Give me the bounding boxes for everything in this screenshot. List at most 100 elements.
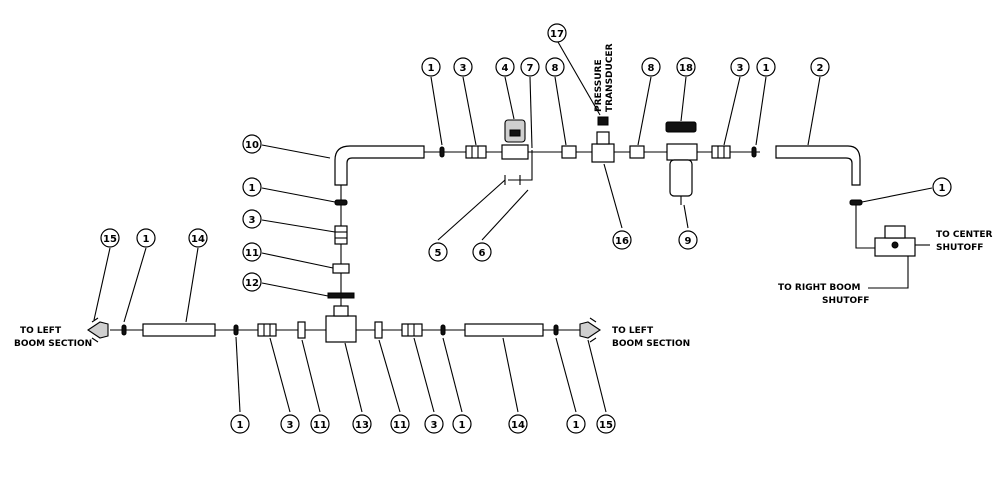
hose-10 [334, 145, 425, 186]
hose-2 [775, 145, 861, 186]
svg-text:14: 14 [511, 420, 525, 431]
svg-text:10: 10 [245, 140, 259, 151]
callout-3: 3 [730, 57, 750, 77]
callout-4: 4 [495, 57, 515, 77]
nozzle-15-right [579, 321, 601, 339]
svg-text:3: 3 [249, 215, 256, 226]
svg-text:1: 1 [428, 63, 435, 74]
fitting-3-bottom-right [401, 323, 423, 337]
svg-text:16: 16 [615, 236, 629, 247]
valve-4-body [501, 144, 529, 160]
svg-text:9: 9 [685, 236, 692, 247]
gasket-12 [327, 292, 355, 299]
callout-1: 1 [566, 414, 586, 434]
callout-8: 8 [641, 57, 661, 77]
svg-text:15: 15 [103, 234, 117, 245]
bracket-7 [508, 150, 533, 181]
fitting-11-bottom-right [374, 321, 383, 339]
callout-14: 14 [508, 414, 528, 434]
fitting-3-riser [334, 225, 348, 245]
hose-14-right [464, 323, 544, 337]
svg-text:1: 1 [573, 420, 580, 431]
callout-balloons: 15 1 14 10 1 3 11 12 1 3 4 7 8 17 8 18 3… [100, 23, 952, 434]
callout-1: 1 [136, 228, 156, 248]
svg-text:1: 1 [249, 183, 256, 194]
svg-text:5: 5 [435, 248, 442, 259]
callout-11: 11 [242, 242, 262, 262]
fitting-3-top-left [465, 145, 487, 159]
callout-10: 10 [242, 134, 262, 154]
callout-14: 14 [188, 228, 208, 248]
callout-1: 1 [421, 57, 441, 77]
callout-6: 6 [472, 242, 492, 262]
svg-text:11: 11 [393, 420, 407, 431]
svg-text:1: 1 [763, 63, 770, 74]
label-to-right-a: TO RIGHT BOOM [778, 283, 861, 293]
callout-3: 3 [280, 414, 300, 434]
fitting-11-riser [332, 263, 350, 274]
svg-text:13: 13 [355, 420, 369, 431]
callout-7: 7 [520, 57, 540, 77]
leader-lines [93, 41, 933, 413]
piping [87, 116, 930, 343]
hose-14-left [142, 323, 216, 337]
callout-1: 1 [932, 177, 952, 197]
callout-12: 12 [242, 272, 262, 292]
clamp-1-riser [334, 199, 348, 206]
callout-15: 15 [100, 228, 120, 248]
svg-text:1: 1 [237, 420, 244, 431]
svg-text:11: 11 [245, 248, 259, 259]
callout-3: 3 [424, 414, 444, 434]
svg-text:17: 17 [550, 29, 564, 40]
callout-2: 2 [810, 57, 830, 77]
fitting-8-left [561, 145, 577, 159]
callout-1: 1 [452, 414, 472, 434]
callout-11: 11 [390, 414, 410, 434]
svg-text:1: 1 [459, 420, 466, 431]
svg-text:3: 3 [460, 63, 467, 74]
label-pressure: PRESSURE [594, 59, 604, 112]
svg-text:11: 11 [313, 420, 327, 431]
svg-text:7: 7 [527, 63, 534, 74]
svg-text:12: 12 [245, 278, 259, 289]
callout-1: 1 [242, 177, 262, 197]
callout-3: 3 [453, 57, 473, 77]
text-labels: TO LEFT BOOM SECTION TO LEFT BOOM SECTIO… [14, 43, 992, 349]
callout-17: 17 [547, 23, 567, 43]
tee-13 [325, 315, 357, 343]
callout-9: 9 [678, 230, 698, 250]
label-to-left-2a: TO LEFT [612, 326, 654, 336]
svg-text:3: 3 [431, 420, 438, 431]
callout-3: 3 [242, 209, 262, 229]
tee-16 [591, 143, 615, 163]
svg-text:8: 8 [648, 63, 655, 74]
transducer-17 [597, 116, 609, 126]
callout-18: 18 [676, 57, 696, 77]
svg-text:4: 4 [502, 63, 509, 74]
callout-8: 8 [545, 57, 565, 77]
svg-text:1: 1 [939, 183, 946, 194]
callout-15: 15 [596, 414, 616, 434]
fitting-3-top-right [711, 145, 731, 159]
svg-text:18: 18 [679, 63, 693, 74]
svg-text:8: 8 [552, 63, 559, 74]
label-to-left-1b: BOOM SECTION [14, 339, 92, 349]
svg-text:6: 6 [479, 248, 486, 259]
label-to-center-a: TO CENTER [936, 230, 992, 240]
label-to-center-b: SHUTOFF [936, 243, 983, 253]
svg-text:1: 1 [143, 234, 150, 245]
callout-11: 11 [310, 414, 330, 434]
strainer-9-head [666, 143, 698, 161]
svg-text:2: 2 [817, 63, 824, 74]
svg-text:3: 3 [737, 63, 744, 74]
callout-13: 13 [352, 414, 372, 434]
fitting-8-right [629, 145, 645, 159]
callout-1: 1 [230, 414, 250, 434]
fitting-3-bottom-left [257, 323, 277, 337]
label-transducer: TRANSDUCER [605, 43, 615, 112]
svg-text:15: 15 [599, 420, 613, 431]
svg-text:14: 14 [191, 234, 205, 245]
callout-16: 16 [612, 230, 632, 250]
